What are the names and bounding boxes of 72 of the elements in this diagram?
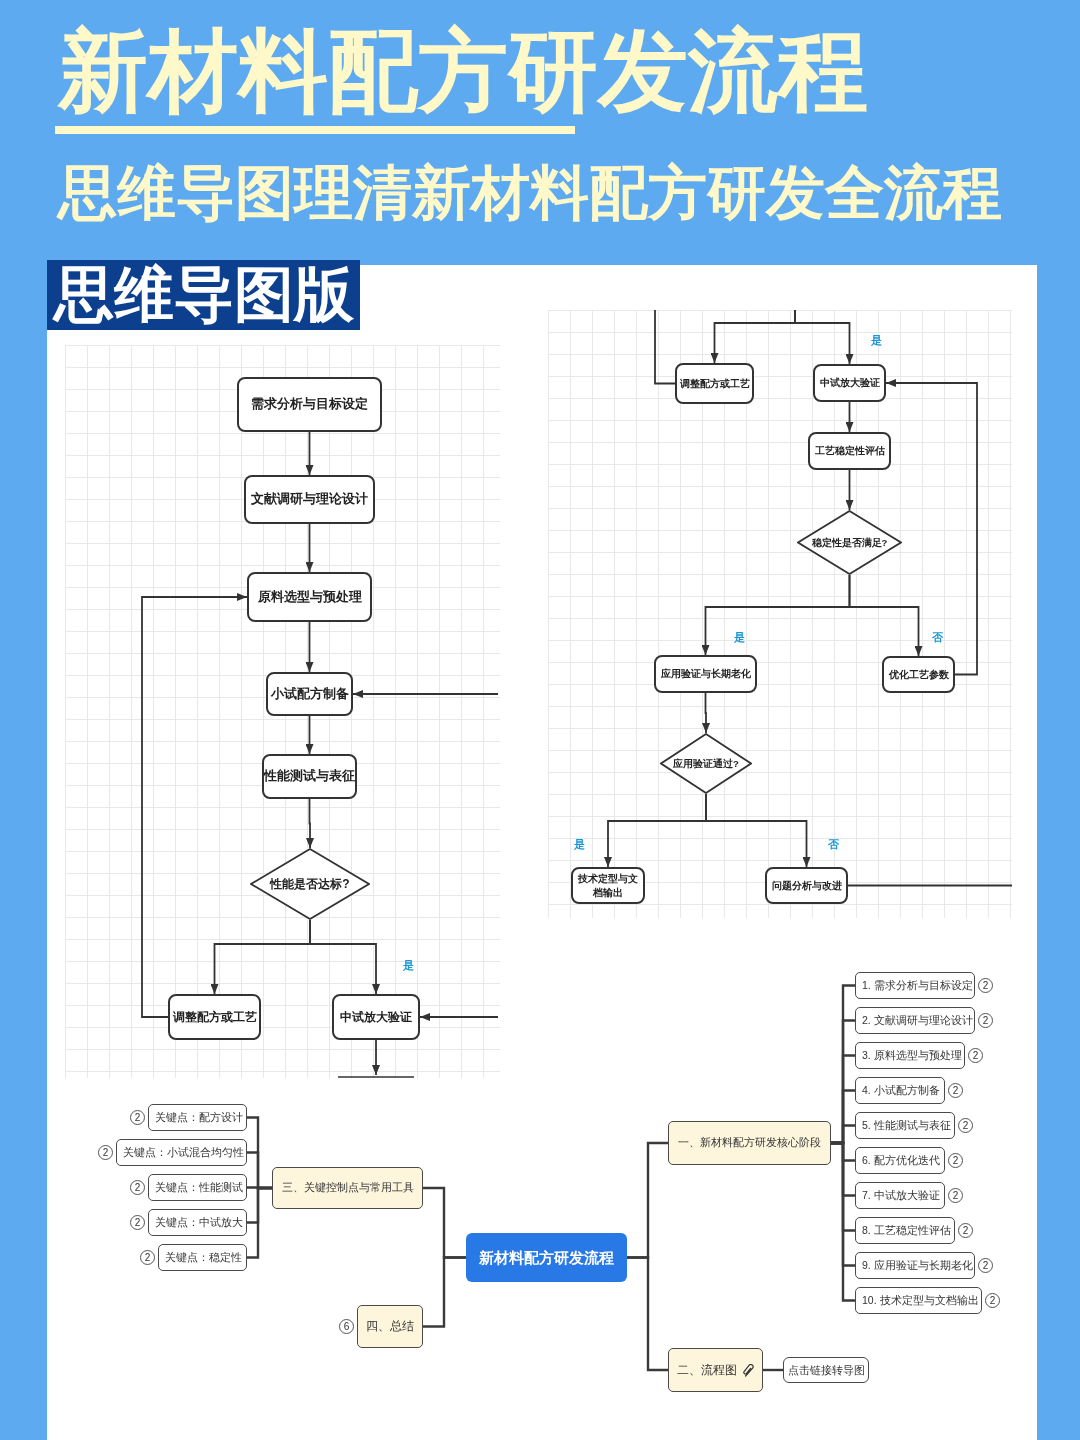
arrow [845, 469, 854, 511]
arrow [794, 309, 854, 365]
subtopic-box: 6. 配方优化迭代 [855, 1147, 945, 1174]
branch-line [627, 1256, 668, 1372]
process-box: 中试放大验证 [332, 994, 420, 1040]
process-box: 应用验证与长期老化 [654, 655, 757, 693]
process-box: 中试放大验证 [813, 364, 886, 402]
arrow [845, 401, 854, 433]
subtopic-box: 关键点：小试混合均匀性 [116, 1139, 247, 1166]
arrow [305, 431, 314, 476]
edge-label: 是 [734, 630, 745, 644]
subtopic-box: 2. 文献调研与理论设计 [855, 1007, 975, 1034]
arrow [305, 715, 314, 755]
arrow [419, 1013, 499, 1021]
process-box: 调整配方或工艺 [168, 994, 261, 1040]
edge-label: 否 [828, 837, 839, 851]
connector-line [847, 884, 1013, 887]
process-box: 小试配方制备 [266, 672, 353, 716]
connector-line [654, 309, 676, 385]
section-banner: 思维导图版 [47, 260, 360, 330]
process-box: 需求分析与目标设定 [237, 377, 382, 432]
subtitle: 思维导图理清新材料配方研发全流程 [58, 159, 1002, 228]
arrow [848, 574, 923, 657]
subtopic-box: 关键点：中试放大 [148, 1209, 247, 1236]
edge-label: 是 [403, 958, 414, 972]
central-topic: 新材料配方研发流程 [466, 1233, 627, 1282]
decision-diamond: 性能是否达标? [250, 848, 370, 920]
arrow [305, 523, 314, 573]
topic-box: 一、新材料配方研发核心阶段 [668, 1121, 831, 1165]
subtopic-box: 8. 工艺稳定性评估 [855, 1217, 955, 1244]
branch-line [247, 1186, 272, 1259]
topic-box: 四、总结 [357, 1305, 423, 1348]
process-box: 原料选型与预处理 [247, 572, 372, 622]
subtopic-box: 3. 原料选型与预处理 [855, 1042, 965, 1069]
edge-label: 是 [871, 333, 882, 347]
process-box: 优化工艺参数 [882, 656, 955, 693]
subtopic-box: 9. 应用验证与长期老化 [855, 1252, 975, 1279]
decision-diamond: 稳定性是否满足? [797, 510, 902, 575]
subtopic-box: 1. 需求分析与目标设定 [855, 972, 975, 999]
decision-diamond: 应用验证通过? [660, 733, 752, 794]
branch-line [423, 1256, 466, 1328]
subtopic-box: 4. 小试配方制备 [855, 1077, 945, 1104]
branch-line [763, 1368, 783, 1372]
arrow [705, 793, 811, 868]
arrow [702, 692, 710, 734]
arrow [352, 690, 499, 698]
arrow [309, 919, 380, 995]
arrow [372, 1039, 380, 1076]
subtopic-box: 关键点：性能测试 [148, 1174, 247, 1201]
process-box: 工艺稳定性评估 [808, 432, 891, 470]
topic-text: 二、流程图 [677, 1362, 737, 1378]
process-box: 性能测试与表征 [262, 754, 357, 799]
subtopic-box: 7. 中试放大验证 [855, 1182, 945, 1209]
subtopic-box: 关键点：稳定性 [158, 1244, 247, 1271]
arrow [885, 379, 978, 676]
arrow [141, 593, 248, 1018]
note-box: 点击链接转导图 [783, 1357, 869, 1383]
edge-label: 否 [932, 630, 943, 644]
subtopic-box: 10. 技术定型与文档输出 [855, 1287, 982, 1314]
arrow [305, 621, 314, 673]
process-box: 文献调研与理论设计 [244, 475, 375, 524]
process-box: 调整配方或工艺 [675, 363, 754, 404]
process-box: 问题分析与改进 [765, 867, 848, 904]
edge-label: 是 [574, 837, 585, 851]
arrow [306, 798, 314, 849]
page-title: 新材料配方研发流程 [58, 20, 868, 123]
subtopic-box: 5. 性能测试与表征 [855, 1112, 955, 1139]
topic-box: 三、关键控制点与常用工具 [272, 1167, 423, 1209]
subtopic-box: 关键点：配方设计 [148, 1104, 247, 1131]
topic-box [668, 1348, 763, 1392]
branch-line [831, 1141, 855, 1302]
process-box: 技术定型与文档输出 [571, 867, 645, 904]
